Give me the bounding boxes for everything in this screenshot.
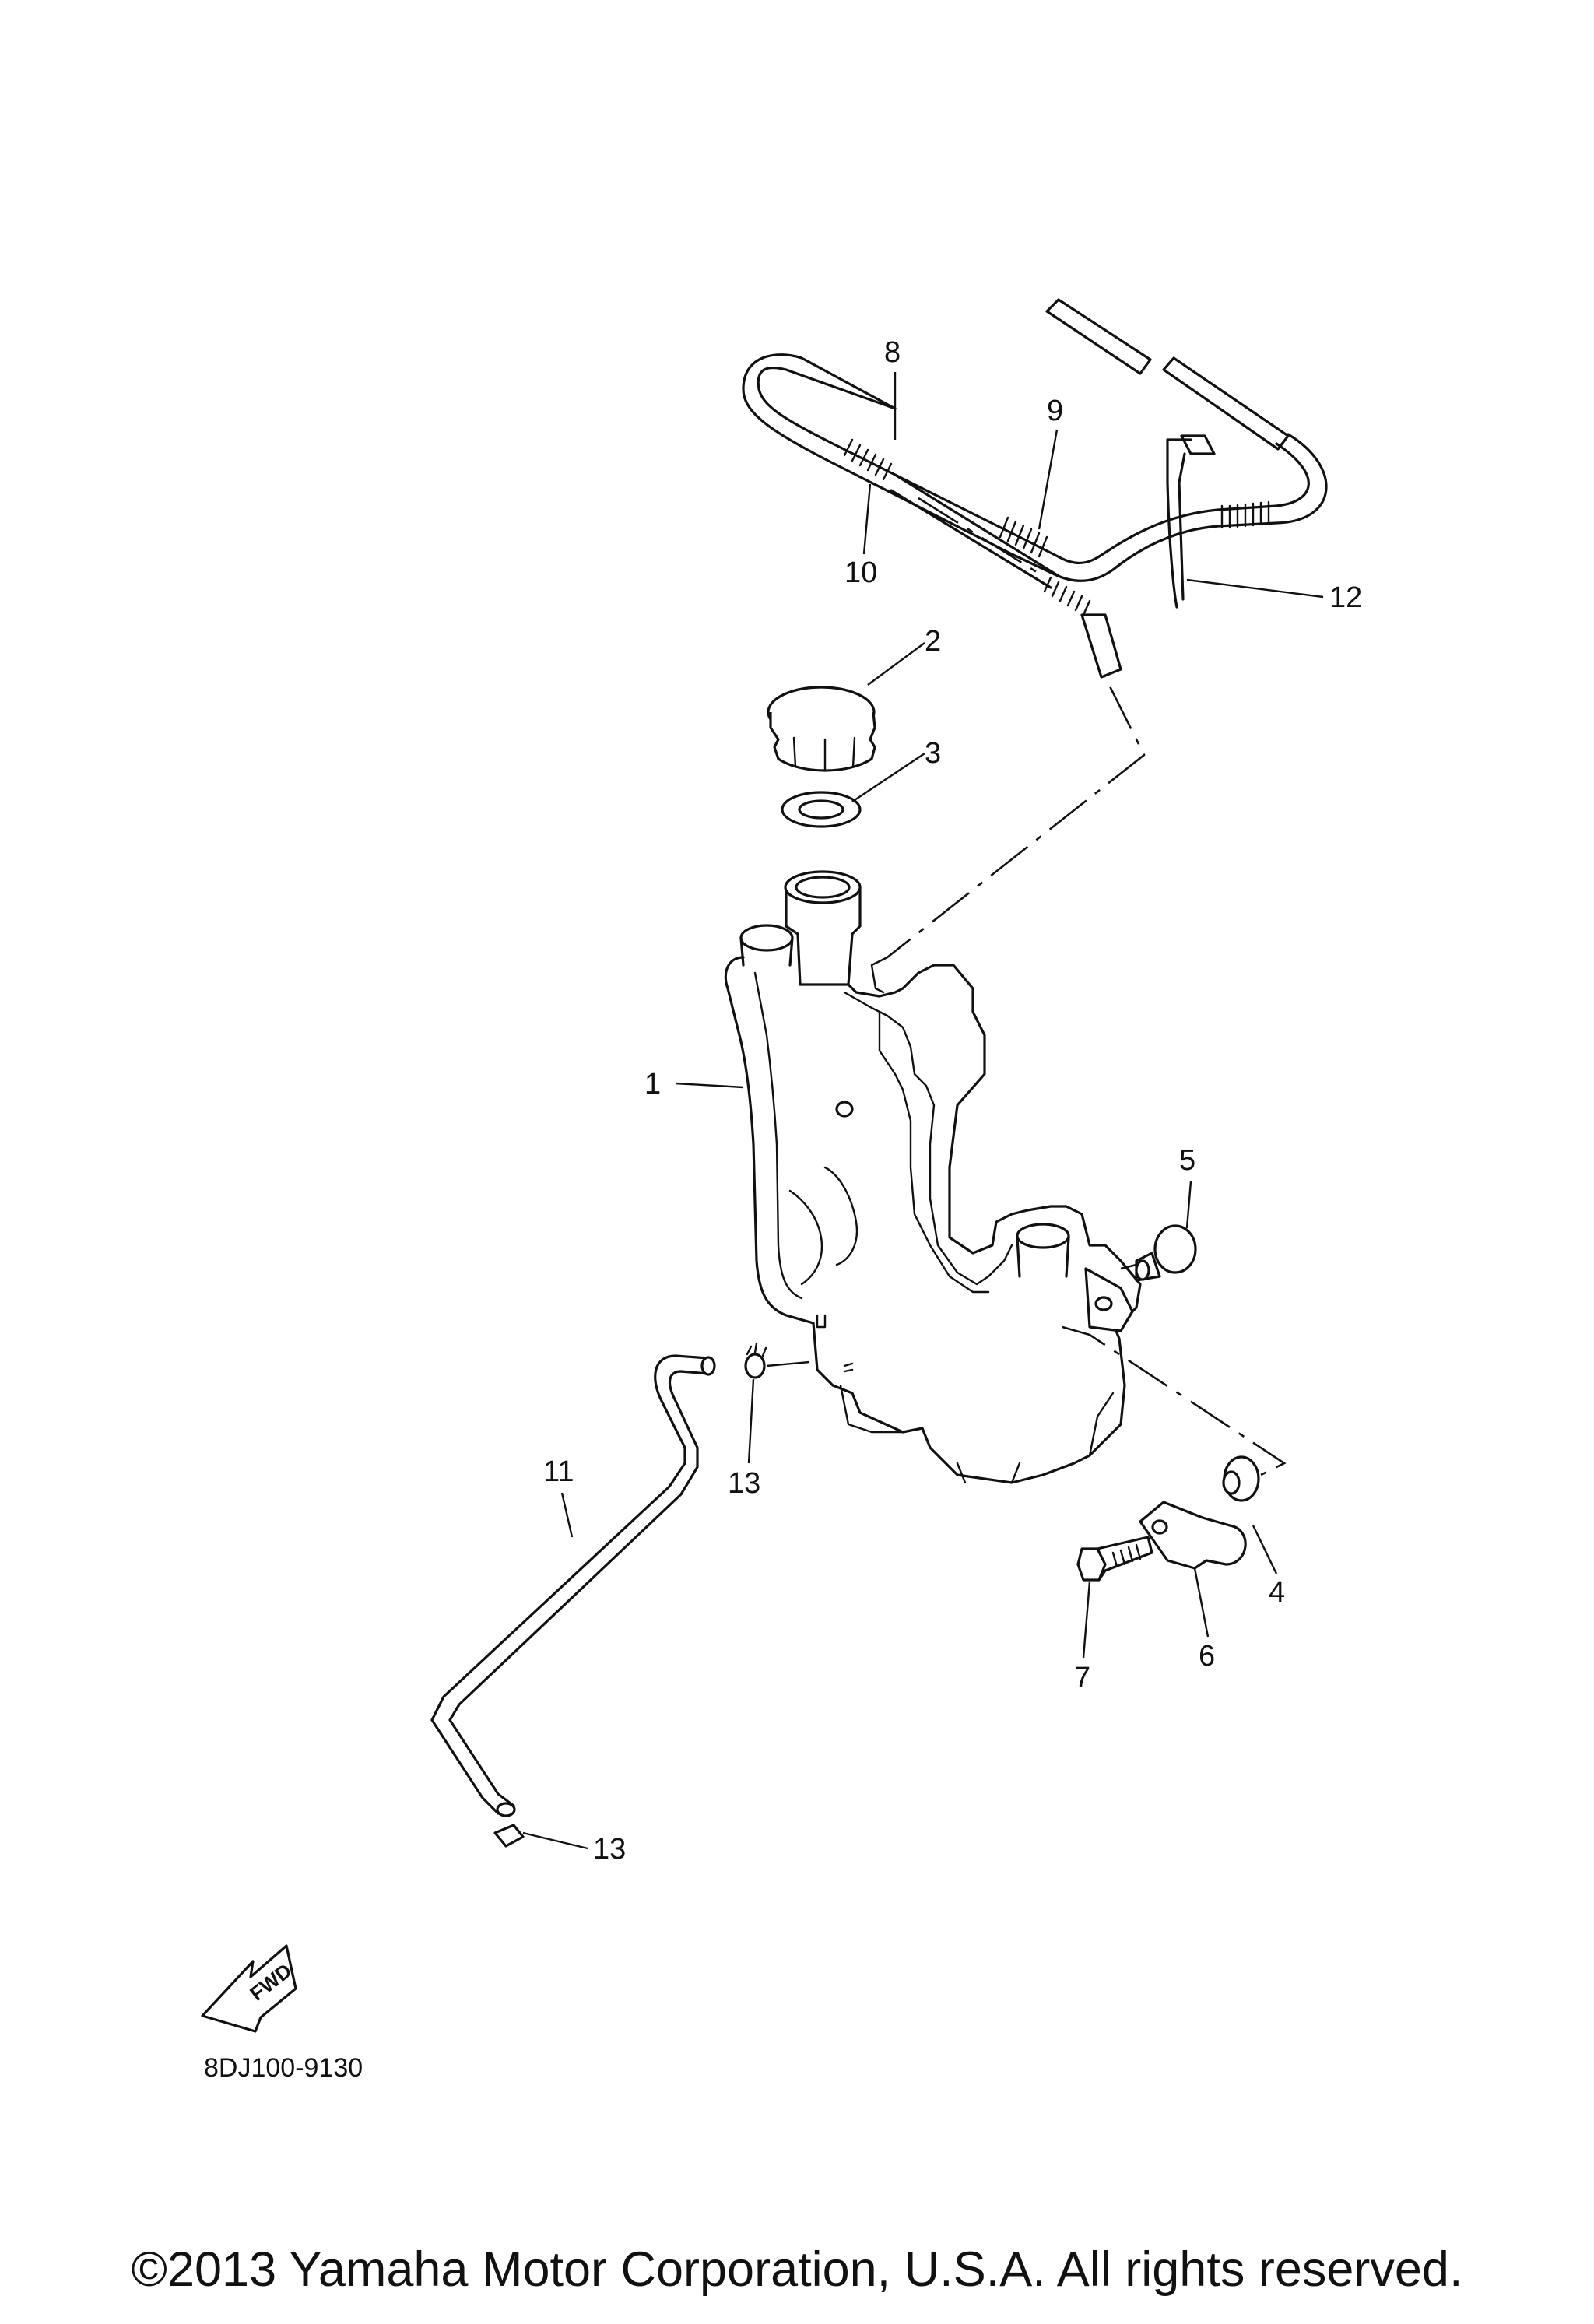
connection-line — [1120, 1263, 1137, 1270]
callout-1: 1 — [644, 1068, 661, 1101]
callout-3: 3 — [925, 737, 941, 770]
hose-clip — [744, 1342, 767, 1379]
collar — [1135, 1224, 1197, 1282]
coolant-reservoir-tank — [724, 870, 1142, 1484]
connection-line — [1062, 1325, 1287, 1476]
connection-line — [766, 1360, 810, 1367]
callout-5: 5 — [1179, 1144, 1196, 1177]
hose-holder — [1166, 434, 1216, 609]
callout-13-upper: 13 — [728, 1467, 760, 1500]
grommet — [1222, 1455, 1260, 1502]
diagram-code: 8DJ100-9130 — [204, 2053, 363, 2083]
callout-4: 4 — [1269, 1576, 1285, 1609]
callout-13-lower: 13 — [593, 1833, 626, 1866]
cap-gasket — [781, 791, 862, 828]
callout-9: 9 — [1047, 395, 1063, 427]
hose-clamp-bracket — [1139, 1501, 1247, 1570]
overflow-hose — [430, 1354, 716, 1817]
callout-10: 10 — [844, 556, 877, 589]
bolt — [1076, 1536, 1153, 1582]
connection-line — [871, 676, 1146, 967]
hose-clip — [493, 1824, 525, 1848]
fwd-arrow-icon: FWD — [201, 1944, 297, 2033]
copyright-notice: ©2013 Yamaha Motor Corporation, U.S.A. A… — [131, 2242, 1463, 2297]
callout-8: 8 — [884, 336, 901, 369]
callouts: 1 2 3 4 5 6 7 8 9 10 11 12 13 13 — [522, 336, 1362, 1866]
callout-7: 7 — [1074, 1662, 1090, 1694]
callout-12: 12 — [1329, 581, 1362, 614]
callout-2: 2 — [925, 625, 941, 658]
callout-6: 6 — [1199, 1640, 1215, 1673]
breather-hose — [742, 298, 1328, 679]
callout-11: 11 — [543, 1455, 574, 1488]
reservoir-cap — [767, 686, 876, 772]
